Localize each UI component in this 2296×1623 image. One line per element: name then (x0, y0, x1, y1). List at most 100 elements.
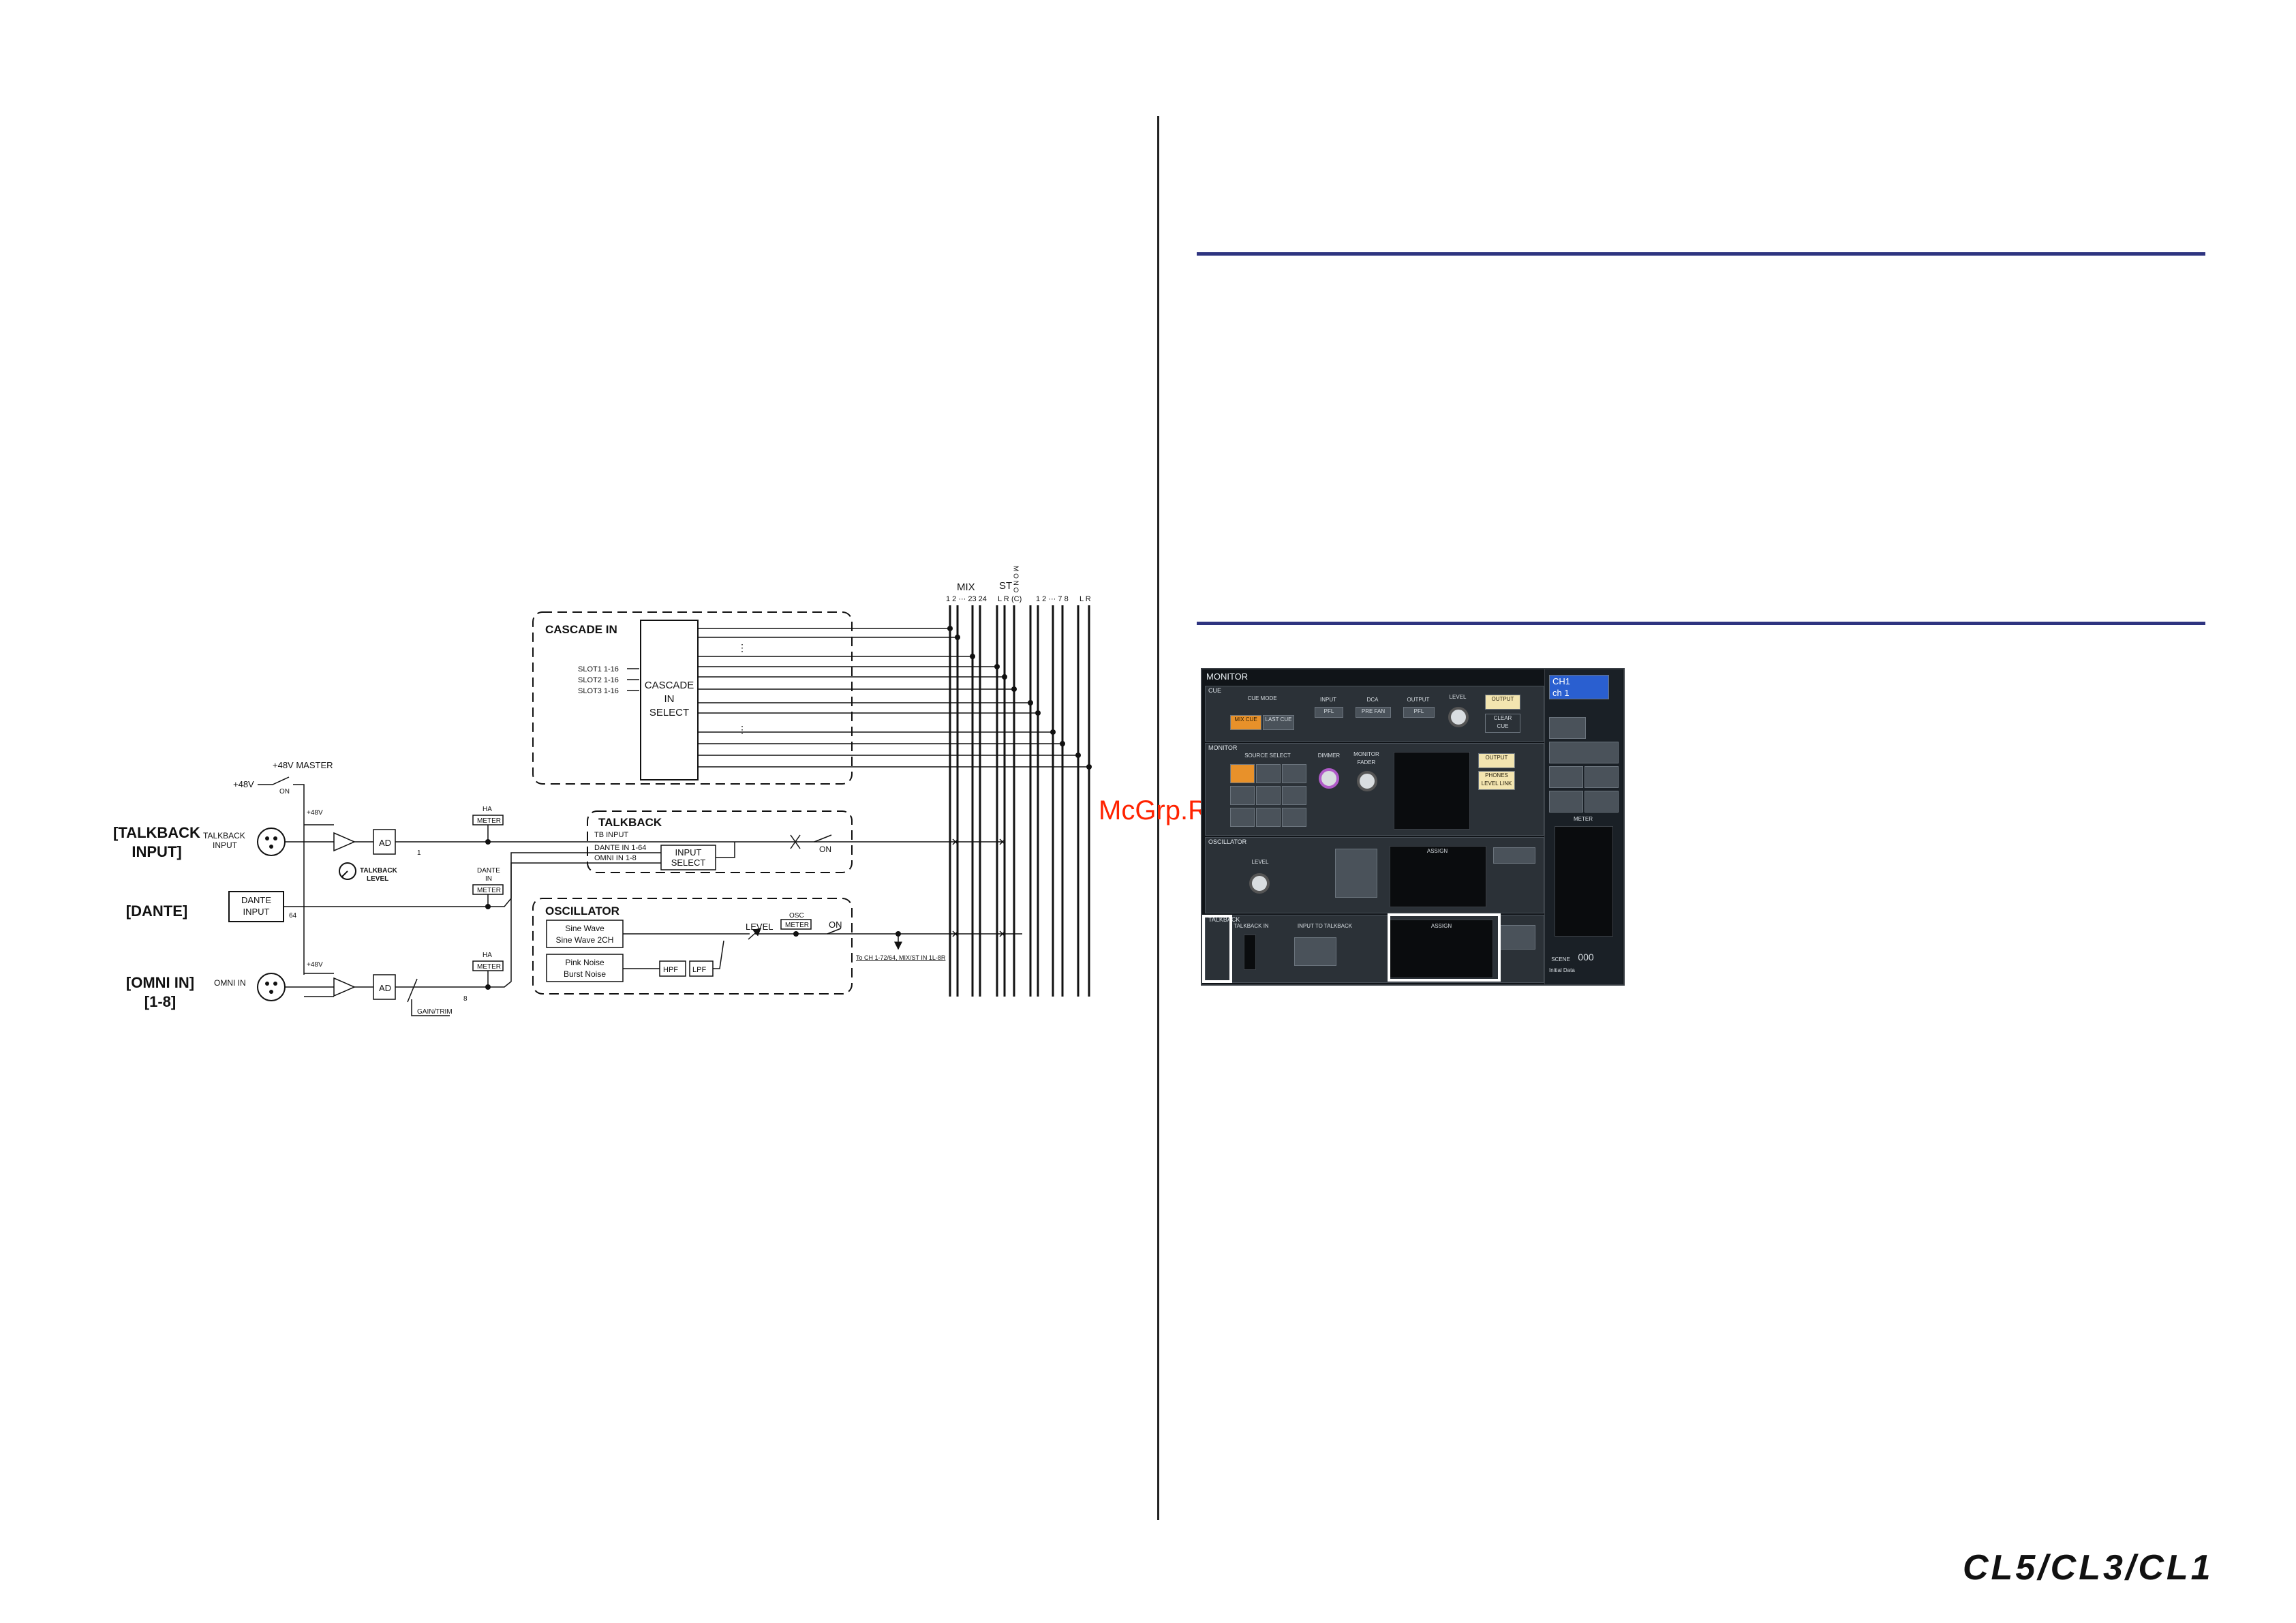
svg-text:⋮: ⋮ (737, 642, 747, 653)
omni-xlr-icon (257, 973, 286, 1001)
source-btn-6[interactable] (1282, 786, 1306, 805)
source-btn-9[interactable] (1282, 808, 1306, 827)
dimmer-knob[interactable] (1319, 768, 1339, 789)
cascade-select-1: CASCADE (645, 680, 694, 691)
sine-wave-2: Sine Wave 2CH (556, 935, 614, 945)
bus-mono-c: (C) (1011, 595, 1022, 603)
hpf-label: HPF (663, 966, 678, 974)
output-cue-value[interactable]: PFL (1403, 707, 1435, 718)
scene-label: SCENE (1551, 956, 1570, 962)
cue-output-button[interactable]: OUTPUT (1485, 695, 1520, 710)
talkback-on-button[interactable] (1500, 925, 1535, 950)
input-select-1: INPUT (675, 847, 702, 858)
side-btn-3[interactable] (1549, 766, 1583, 788)
plus48-label-2: +48V (307, 809, 323, 817)
omni-in-small: OMNI IN (214, 978, 246, 988)
talkback-in-meter (1244, 935, 1256, 970)
plus48-label-3: +48V (307, 961, 323, 969)
oscillator-title: OSCILLATOR (545, 905, 619, 917)
input-to-talkback-button[interactable] (1294, 937, 1336, 966)
osc-mode-list[interactable] (1287, 849, 1328, 890)
side-btn-2[interactable] (1549, 742, 1619, 763)
channel-name: CH1 (1552, 676, 1571, 686)
source-btn-4[interactable] (1230, 786, 1255, 805)
meter-label-4: METER (477, 963, 501, 971)
monitor-meter (1394, 752, 1470, 830)
cue-mode-label: CUE MODE (1230, 695, 1294, 704)
phones-level-link-button[interactable]: PHONES LEVEL LINK (1478, 771, 1515, 790)
bus-mix-label: MIX (957, 581, 975, 593)
meter-label-2: METER (477, 887, 501, 894)
source-btn-7[interactable] (1230, 808, 1255, 827)
input-cue-value[interactable]: PFL (1315, 707, 1343, 718)
cascade-select-2: IN (664, 693, 675, 705)
omni-in-1-8: OMNI IN 1-8 (594, 854, 637, 862)
tb-input-label: TB INPUT (594, 831, 628, 839)
source-btn-5[interactable] (1256, 786, 1281, 805)
dca-cue-value[interactable]: PRE FAN (1356, 707, 1391, 718)
monitor-fader-knob[interactable] (1357, 771, 1377, 791)
monitor-output-button[interactable]: OUTPUT (1478, 753, 1515, 768)
num-64-label: 64 (289, 912, 297, 920)
slot3-label: SLOT3 1-16 (578, 687, 619, 695)
osc-label: OSC (789, 912, 804, 920)
oscillator-section: OSCILLATOR LEVEL ASSIGN (1205, 837, 1544, 913)
side-btn-1[interactable] (1549, 717, 1586, 739)
clear-cue-button[interactable]: CLEAR CUE (1485, 714, 1520, 733)
scene-number[interactable]: 000 (1578, 952, 1594, 962)
ha-label-1: HA (483, 806, 492, 813)
bus-mono-label: M O N O (1012, 566, 1020, 593)
input-to-talkback-label: INPUT TO TALKBACK (1287, 922, 1362, 930)
side-btn-6[interactable] (1585, 791, 1619, 813)
talkback-assign-label: ASSIGN (1430, 923, 1452, 929)
osc-level-knob[interactable] (1249, 873, 1270, 894)
scene-name: Initial Data (1549, 967, 1575, 973)
on-label-2: ON (819, 845, 831, 854)
cascade-select-box (640, 620, 699, 780)
side-panel: CH1 ch 1 METER SCENE 000 Initial Data (1544, 669, 1623, 984)
source-btn-8[interactable] (1256, 808, 1281, 827)
cascade-select-3: SELECT (649, 707, 689, 718)
source-btn-3[interactable] (1282, 764, 1306, 783)
mix-cue-button[interactable]: MIX CUE (1230, 715, 1261, 730)
monitor-fader-label: MONITOR FADER (1349, 750, 1384, 767)
omni-in-label: [OMNI IN] [1-8] (125, 974, 195, 1010)
plus48-master: +48V MASTER (273, 760, 333, 770)
highlight-assign (1388, 913, 1501, 982)
monitor-screen: MONITOR CUE CUE MODE MIX CUE LAST CUE IN… (1201, 668, 1625, 986)
source-btn-2[interactable] (1256, 764, 1281, 783)
source-stereo-button[interactable] (1230, 764, 1255, 783)
output-cue-label: OUTPUT (1403, 696, 1433, 704)
lpf-label: LPF (692, 966, 706, 974)
num-8-label: 8 (463, 995, 468, 1003)
svg-text:⋮: ⋮ (737, 724, 747, 735)
bus-mix-nums: 1 2 ··· 23 24 (946, 595, 987, 603)
meter-label-1: METER (477, 817, 501, 825)
dante-input-1: DANTE (241, 895, 271, 905)
bus-st-nums: L R (998, 595, 1009, 603)
slot2-label: SLOT2 1-16 (578, 676, 619, 684)
level-label: LEVEL (746, 922, 773, 932)
plus48-label: +48V (233, 779, 254, 789)
gain-trim-label: GAIN/TRIM (417, 1008, 453, 1016)
on-label-1: ON (279, 788, 290, 795)
dca-cue-label: DCA (1356, 696, 1390, 704)
dante-input-box (228, 891, 284, 922)
osc-output-button[interactable] (1493, 847, 1535, 864)
side-btn-4[interactable] (1585, 766, 1619, 788)
input-cue-label: INPUT (1315, 696, 1342, 704)
side-btn-5[interactable] (1549, 791, 1583, 813)
osc-level-label: LEVEL (1246, 858, 1274, 866)
osc-assign-grid[interactable] (1390, 846, 1486, 907)
osc-params[interactable] (1335, 849, 1377, 898)
last-cue-button[interactable]: LAST CUE (1263, 715, 1294, 730)
bus-st-label: ST (999, 580, 1012, 592)
cue-section: CUE CUE MODE MIX CUE LAST CUE INPUT PFL … (1205, 686, 1544, 742)
cascade-in-box (532, 611, 853, 785)
cue-level-knob[interactable] (1448, 707, 1469, 727)
channel-name-display[interactable]: CH1 ch 1 (1549, 675, 1609, 699)
